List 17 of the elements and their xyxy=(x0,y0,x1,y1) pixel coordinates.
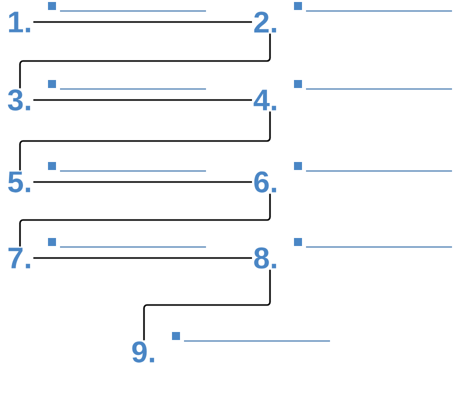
connector-line xyxy=(33,257,252,259)
step-number: 7. xyxy=(8,248,30,268)
connector-line xyxy=(33,99,252,101)
connector-line xyxy=(19,34,271,88)
step-number: 3. xyxy=(8,89,30,111)
step-number: 6. xyxy=(254,171,276,193)
step-number: 2. xyxy=(254,12,276,32)
connector-line xyxy=(33,181,252,183)
step-number: 9. xyxy=(132,341,154,363)
connector-line xyxy=(19,194,271,247)
step-number: 8. xyxy=(254,247,276,269)
connector-line xyxy=(19,111,271,170)
connector-line xyxy=(33,21,252,23)
step-number: 4. xyxy=(254,90,276,110)
step-number: 1. xyxy=(9,12,30,32)
step-number: 5. xyxy=(8,172,30,192)
connector-line xyxy=(143,270,271,340)
